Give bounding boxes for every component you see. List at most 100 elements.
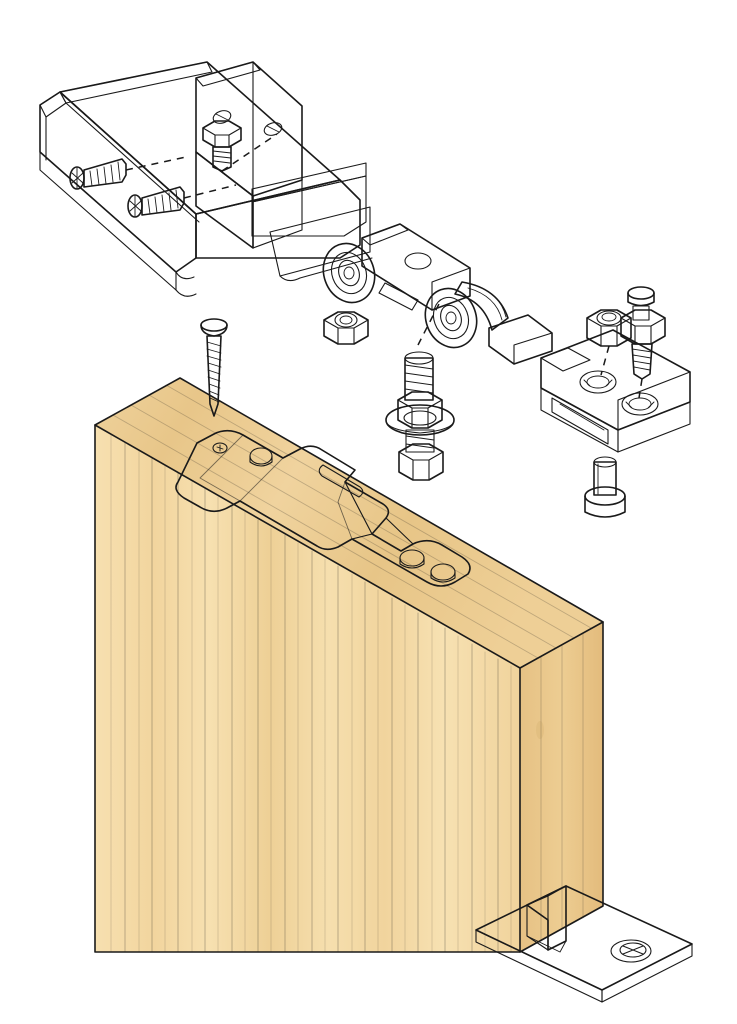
track-curl-left [175, 271, 195, 280]
hanger-washer-bore [403, 410, 437, 426]
carriage-hex-nut [323, 311, 369, 345]
stop-nut-facets [586, 317, 632, 347]
stop-bolt-threads [631, 348, 653, 371]
track-highlight-1 [65, 102, 200, 223]
long-wood-screw [200, 318, 228, 417]
hanger-bolt-rod-mid [405, 429, 435, 453]
hanger-nut-lower [398, 443, 444, 481]
door-silhouette [94, 377, 604, 953]
plate-step-edge [385, 517, 414, 545]
stop-bolt-hex-nut [620, 309, 666, 345]
hanger-plate-slot [318, 464, 364, 498]
bracket-mounting-screw-2 [127, 186, 185, 218]
hex-nut-upper-facets [323, 319, 369, 345]
floor-guide-screw-recess [610, 939, 652, 963]
wheel-left-axle [343, 266, 355, 280]
bolt-alignment-line-bracket [221, 133, 278, 172]
wheel-left-hub [338, 259, 360, 287]
carriage-top-ridge [361, 223, 409, 246]
wall-mounting-bracket [195, 61, 303, 249]
wheel-right-outer [424, 287, 478, 349]
hanger-bolt-assembly [385, 351, 455, 481]
track-right-web [251, 175, 367, 237]
hanger-nut-upper-facets [397, 399, 443, 429]
stop-nut-bore-inner [601, 312, 617, 322]
roller-wheel-left [322, 242, 376, 304]
hanger-bolt-rod-top [404, 351, 434, 365]
door-panel-group [94, 377, 604, 953]
floor-guide-screw-head [619, 942, 647, 958]
carriage-lower-edge [361, 265, 433, 311]
roller-carriage-group [322, 223, 553, 365]
door-right-side-face [520, 622, 603, 952]
plate-lower-edge [239, 500, 318, 547]
plate-shade-fold [337, 481, 373, 540]
stop-bracket-channel [551, 397, 609, 445]
stop-bolt-upper-shank [632, 305, 650, 321]
hex-nut-upper-bore-inner [339, 315, 353, 325]
screw2-shank [141, 186, 185, 216]
screw2-threads [147, 189, 179, 215]
carriage-center-hole [404, 252, 432, 270]
screw1-phillips [71, 167, 84, 189]
hanger-nut-lower-facets [398, 451, 444, 481]
track-rail-group [39, 61, 373, 297]
bracket-mounting-screw-1 [69, 158, 127, 190]
end-stop-bracket-group [540, 329, 691, 453]
plate-rivet-3-body [430, 571, 456, 583]
stop-nut-body [586, 309, 632, 347]
tab-facets [488, 332, 553, 365]
hex-bolt-shank [212, 146, 232, 172]
track-right-segment-top [195, 179, 361, 259]
wood-grain-side [540, 633, 584, 942]
stop-bolt-hex-nut-facets [620, 317, 666, 345]
hex-bolt-head [202, 120, 242, 148]
wood-screw-shank [206, 335, 222, 417]
wood-screw-threads [206, 341, 222, 403]
door-front-face [95, 425, 520, 952]
plate-rivet-2-body [399, 557, 425, 569]
wheel-left-outer [322, 242, 376, 304]
door-top-right-edge [519, 621, 604, 669]
wheel-right-axle [445, 311, 457, 325]
wheel-right-groove [432, 296, 470, 340]
plate-hole-1-cross [216, 444, 224, 452]
bracket-hole-lower-slot [266, 125, 280, 133]
shroud-ribs [467, 284, 507, 321]
stop-nut-alignment-line [600, 345, 610, 376]
door-hanger-plate-group [175, 429, 471, 587]
stop-bolt-alignment-line [638, 378, 643, 399]
carriage-window [378, 282, 419, 311]
hex-bolt-head-facets [202, 127, 242, 148]
track-curl-right [279, 257, 373, 282]
door-top-edge-face [95, 378, 603, 668]
hanger-nut-upper [397, 391, 443, 429]
screw1-threads [89, 161, 121, 187]
hanger-washer-edge [385, 419, 455, 434]
bracket-hole-upper [212, 110, 232, 124]
screw1-shank [83, 158, 127, 188]
track-curl-left-lower [175, 289, 197, 297]
hex-nut-upper-body [323, 311, 369, 345]
floor-guide-group [475, 885, 693, 1003]
hex-nut-upper-bore [334, 312, 358, 328]
screw2-phillips [129, 195, 142, 217]
floor-guide-fin-base [526, 935, 567, 953]
bracket-hex-bolt [202, 120, 242, 172]
round-head-stop-bolt [620, 286, 666, 380]
plate-shade-left [199, 434, 284, 502]
bracket-hole-lower [263, 122, 283, 136]
wheel-right-hub [440, 304, 462, 332]
floor-guide-base-right [601, 943, 693, 1003]
bracket-hole-upper-slot [215, 113, 229, 121]
wood-grain-front-fine [110, 433, 512, 953]
plate-bend-mid [321, 449, 356, 483]
stop-bracket-left-tab [540, 347, 591, 372]
bracket-top-edge [195, 61, 261, 87]
wood-knot [536, 721, 544, 739]
stop-bracket-skirt-right [617, 401, 691, 453]
stop-bracket-channel-line [559, 403, 605, 431]
carriage-face-fold [431, 267, 471, 311]
bracket-lower-flange-side [252, 179, 303, 249]
